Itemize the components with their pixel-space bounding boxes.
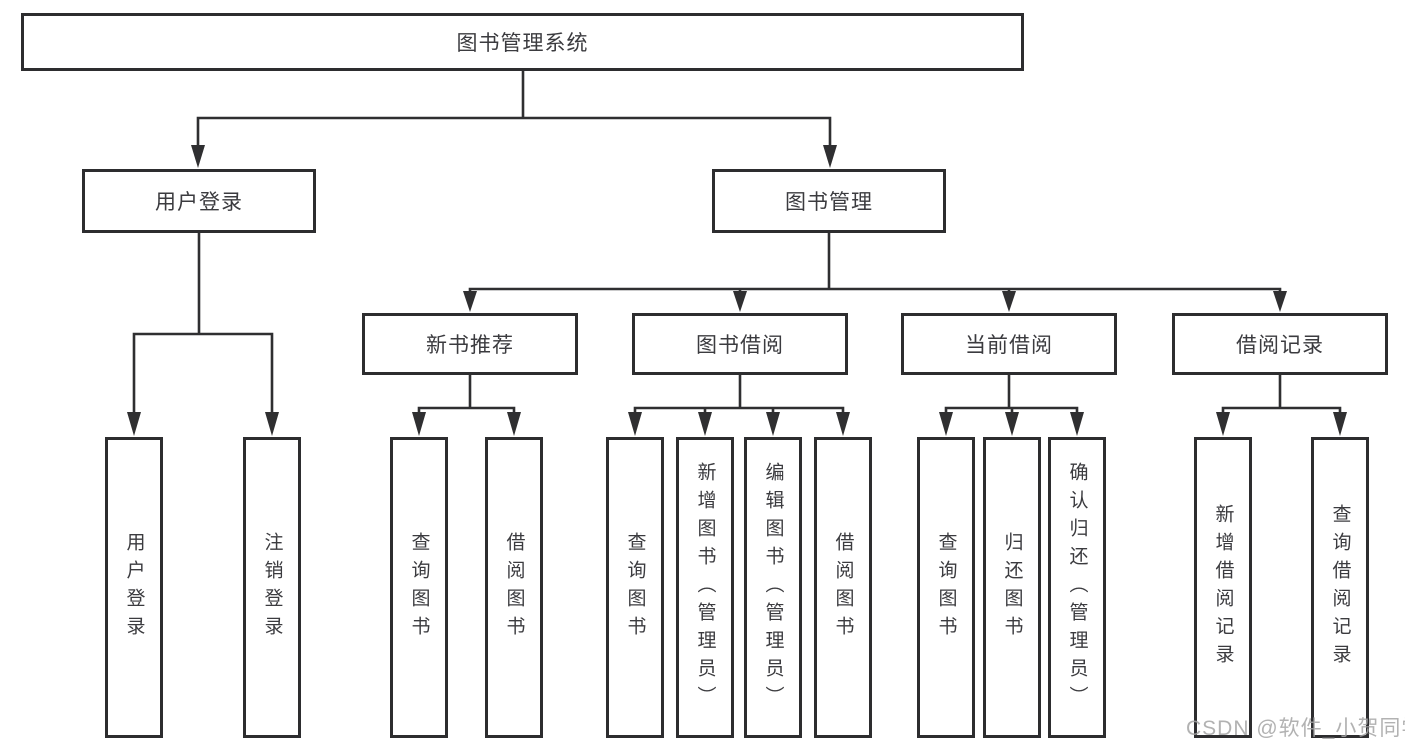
node-label: 查询借阅记录: [1329, 503, 1351, 672]
leaf-borrow-books-recommend: 借阅图书: [485, 437, 543, 738]
node-label: 图书管理: [785, 191, 873, 214]
node-label: 新书推荐: [426, 334, 514, 357]
node-label: 新增图书（管理员）: [694, 461, 716, 714]
node-label: 编辑图书（管理员）: [762, 461, 784, 714]
node-label: 查询图书: [935, 531, 957, 644]
leaf-borrow-books: 借阅图书: [814, 437, 872, 738]
node-label: 当前借阅: [965, 334, 1053, 357]
node-book-management-branch: 图书管理: [712, 169, 946, 233]
node-borrowing-records: 借阅记录: [1172, 313, 1388, 375]
node-label: 新增借阅记录: [1212, 503, 1234, 672]
node-book-borrowing: 图书借阅: [632, 313, 848, 375]
leaf-user-login: 用户登录: [105, 437, 163, 738]
node-current-borrowing: 当前借阅: [901, 313, 1117, 375]
node-label: 图书借阅: [696, 334, 784, 357]
node-label: 查询图书: [624, 531, 646, 644]
leaf-add-borrow-record: 新增借阅记录: [1194, 437, 1252, 738]
node-label: 注销登录: [261, 531, 283, 644]
leaf-add-books-admin: 新增图书（管理员）: [676, 437, 734, 738]
node-label: 确认归还（管理员）: [1066, 461, 1088, 714]
leaf-logout: 注销登录: [243, 437, 301, 738]
node-label: 借阅记录: [1236, 334, 1324, 357]
node-label: 用户登录: [123, 531, 145, 644]
leaf-edit-books-admin: 编辑图书（管理员）: [744, 437, 802, 738]
csdn-watermark: CSDN @软件_小贺同学: [1186, 717, 1405, 740]
node-library-management-system: 图书管理系统: [21, 13, 1024, 71]
node-new-book-recommend: 新书推荐: [362, 313, 578, 375]
node-label: 图书管理系统: [456, 32, 589, 55]
leaf-confirm-return-admin: 确认归还（管理员）: [1048, 437, 1106, 738]
leaf-query-books-recommend: 查询图书: [390, 437, 448, 738]
node-label: 借阅图书: [503, 531, 525, 644]
node-label: 归还图书: [1001, 531, 1023, 644]
node-label: 借阅图书: [832, 531, 854, 644]
leaf-return-books: 归还图书: [983, 437, 1041, 738]
node-label: 查询图书: [408, 531, 430, 644]
leaf-query-books-current: 查询图书: [917, 437, 975, 738]
node-user-login-branch: 用户登录: [82, 169, 316, 233]
leaf-query-books-borrowing: 查询图书: [606, 437, 664, 738]
node-label: 用户登录: [155, 191, 243, 214]
leaf-query-borrow-record: 查询借阅记录: [1311, 437, 1369, 738]
arrowheads: [127, 145, 1347, 436]
